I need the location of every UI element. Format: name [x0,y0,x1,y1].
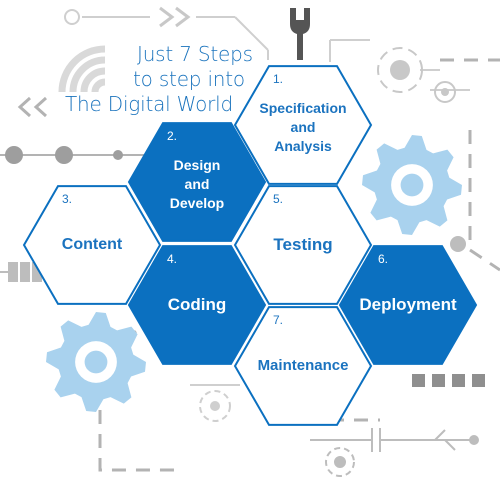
step-label-line: Analysis [274,137,332,154]
step-label-line: Testing [273,235,333,254]
gear-icon [362,135,462,235]
chevrons-left-icon [17,96,48,118]
step-label: Maintenance [240,356,366,376]
step-label: Testing [240,235,366,255]
step-label-line: and [184,175,210,192]
step-hexagons [22,65,478,426]
capacitor-icon [310,428,420,477]
step-label-line: Specification [259,99,347,116]
step-number: 6. [378,252,389,267]
hexagon-step-4 [127,245,267,365]
step-label-line: Develop [169,194,225,211]
circuit-lines [64,9,470,91]
gear-icon [46,312,146,412]
step-label-line: Maintenance [257,357,349,374]
usb-icon [420,429,479,451]
step-label-line: and [290,118,316,135]
step-number: 5. [273,192,284,207]
wifi-icon [58,45,106,93]
hexagon-step-2 [127,122,267,242]
battery-icon [0,262,42,282]
hexagon-step-5 [233,185,373,305]
step-number: 4. [167,252,178,267]
step-number: 2. [167,129,178,144]
chevrons-right-icon [159,6,191,28]
step-label-line: Deployment [359,295,457,314]
dots-row [412,374,485,387]
step-label-line: Content [61,236,123,253]
dial-icon [377,47,456,103]
hexagon-step-6 [338,245,478,365]
step-label: Content [29,235,155,255]
step-label-line: Coding [167,295,227,314]
step-number: 7. [273,313,284,328]
step-label: Deployment [345,295,471,315]
step-number: 1. [273,72,284,87]
title-line-3: The Digital World [65,92,233,116]
step-label: Coding [134,295,260,315]
hexagon-step-7 [233,306,373,426]
hexagon-step-3 [22,185,162,305]
step-number: 3. [62,192,73,207]
title-line-2: to step into [133,67,245,91]
connector-line [0,146,150,164]
hexagon-step-1 [233,65,373,185]
title-line-1: Just 7 Steps [137,42,253,66]
step-label-line: Design [173,156,221,173]
wrench-icon [290,8,310,60]
node-icon [190,236,466,422]
